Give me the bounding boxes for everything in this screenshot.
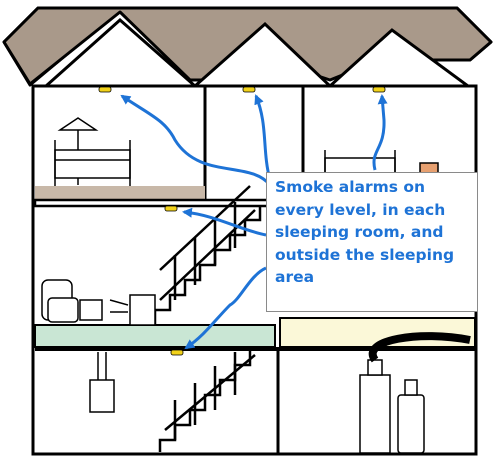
bedroom-floor-left <box>35 186 205 200</box>
living-room-floor <box>35 325 275 347</box>
smoke-alarm-callout: Smoke alarms on every level, in each sle… <box>266 172 478 312</box>
armchair-icon <box>42 280 78 322</box>
callout-text: Smoke alarms on every level, in each sle… <box>275 176 477 289</box>
